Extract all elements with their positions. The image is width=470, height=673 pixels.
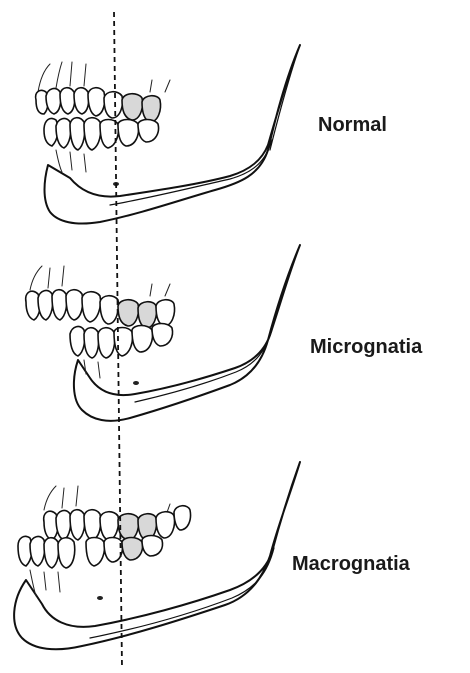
label-normal: Normal bbox=[318, 114, 387, 136]
jaw-macrognathia bbox=[14, 462, 300, 649]
jaw-normal bbox=[36, 45, 300, 224]
jaw-micrognathia bbox=[26, 245, 300, 421]
label-macrognathia: Macrognatia bbox=[292, 553, 411, 575]
label-micrognathia: Micrognatia bbox=[310, 336, 423, 358]
